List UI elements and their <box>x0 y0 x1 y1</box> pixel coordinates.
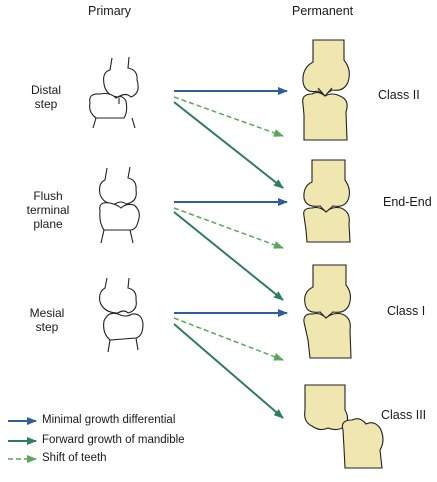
label-flush-line2: terminal <box>26 203 70 217</box>
primary-distal-step-teeth <box>89 56 139 129</box>
primary-header: Primary <box>88 4 132 18</box>
label-class-i: Class I <box>387 304 426 318</box>
legend-shift-of-teeth: Shift of teeth <box>42 452 107 464</box>
label-flush-line1: Flush <box>33 189 63 203</box>
permanent-class-iii-teeth <box>304 384 384 469</box>
label-distal-step-line1: Distal <box>30 83 61 97</box>
label-end-end: End-End <box>383 195 432 209</box>
arrow-distal-to-end-end <box>173 101 284 189</box>
permanent-end-end-teeth <box>303 159 351 243</box>
label-class-iii: Class III <box>381 408 427 422</box>
arrow-flush-shift <box>173 207 284 249</box>
label-distal-step-line2: step <box>34 97 58 111</box>
arrow-distal-shift <box>173 96 284 137</box>
primary-flush-terminal-plane-teeth <box>99 166 140 244</box>
arrow-mesial-shift <box>173 317 284 361</box>
arrow-mesial-to-class-iii <box>173 323 284 419</box>
label-flush-terminal-plane: Flush terminal plane <box>18 189 78 231</box>
label-mesial-step-line1: Mesial <box>29 306 65 320</box>
arrow-flush-to-class-i <box>173 211 284 301</box>
permanent-header: Permanent <box>292 4 354 18</box>
legend-arrows <box>8 417 37 463</box>
label-distal-step: Distal step <box>20 83 72 111</box>
arrows <box>173 87 288 419</box>
label-mesial-step: Mesial step <box>20 306 74 334</box>
label-flush-line3: plane <box>33 217 63 231</box>
permanent-class-i-teeth <box>303 264 352 359</box>
label-class-ii: Class II <box>378 88 420 102</box>
legend-forward-growth: Forward growth of mandible <box>42 434 185 446</box>
primary-mesial-step-teeth <box>99 277 144 353</box>
legend-minimal-growth: Minimal growth differential <box>42 414 176 426</box>
permanent-class-ii-teeth <box>302 39 350 141</box>
label-mesial-step-line2: step <box>35 320 59 334</box>
